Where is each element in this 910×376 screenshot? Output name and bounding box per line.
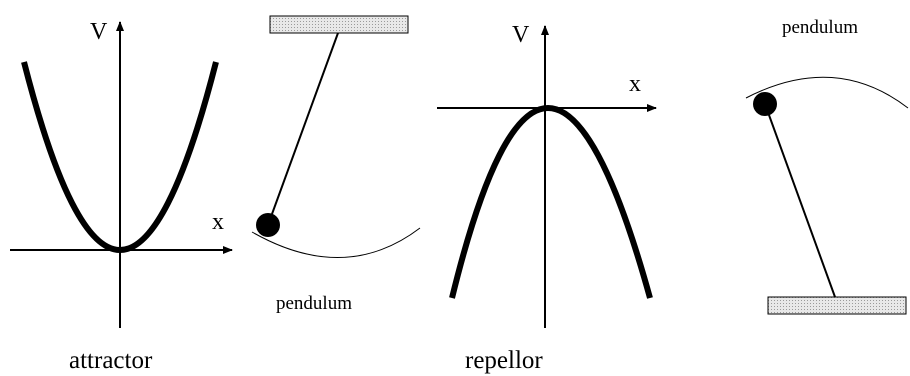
pendulum-swing-arc [251, 227, 421, 258]
repellor-v-label: V [512, 22, 530, 48]
inverted-pendulum-rod [764, 103, 836, 298]
repellor-graph: V x [437, 22, 657, 328]
attractor-potential-curve [21, 61, 219, 253]
inverted-pendulum: pendulum [745, 17, 909, 315]
pendulum-hanging-label: pendulum [276, 293, 352, 314]
hanging-pendulum: pendulum [251, 15, 421, 314]
repellor-x-label: x [629, 71, 641, 97]
attractor-v-label: V [90, 19, 108, 45]
pendulum-inverted-label: pendulum [782, 17, 858, 38]
attractor-x-label: x [212, 209, 224, 235]
pendulum-rod [267, 32, 339, 226]
attractor-caption: attractor [69, 347, 153, 374]
inverted-pendulum-bob [753, 92, 777, 116]
attractor-graph: V x [10, 19, 233, 328]
pendulum-bob [256, 213, 280, 237]
repellor-caption: repellor [465, 347, 543, 374]
pendulum-support-top [269, 15, 409, 34]
inverted-pendulum-arc [745, 76, 909, 109]
pendulum-support-bottom [767, 296, 907, 315]
repellor-potential-curve [449, 105, 653, 299]
